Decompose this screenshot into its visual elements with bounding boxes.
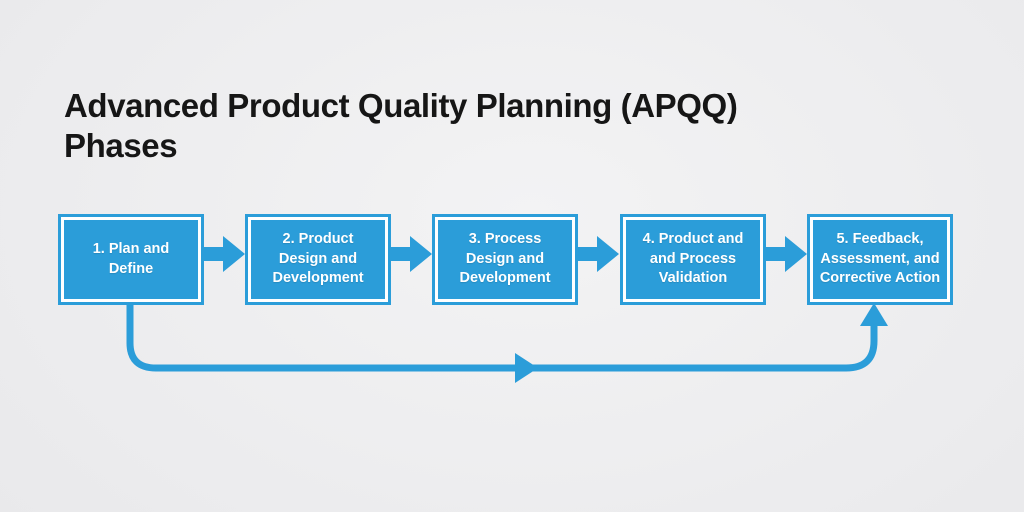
phase-box-plan-define: 1. Plan and Define [58, 214, 204, 305]
phase-box-validation: 4. Product and and Process Validation [620, 214, 766, 305]
phase-label: 4. Product and and Process Validation [642, 231, 744, 287]
forward-arrow-icon [391, 236, 432, 272]
phase-box-feedback: 5. Feedback, Assessment, and Corrective … [807, 214, 953, 305]
forward-arrow-icon [578, 236, 619, 272]
phase-label: 5. Feedback, Assessment, and Corrective … [819, 231, 941, 287]
loop-end-arrowhead-icon [860, 303, 888, 326]
forward-arrow-icon [766, 236, 807, 272]
phase-box-process-design: 3. Process Design and Development [432, 214, 578, 305]
page-title: Advanced Product Quality Planning (APQQ)… [64, 87, 738, 165]
phase-box-product-design: 2. Product Design and Development [245, 214, 391, 305]
loop-mid-arrowhead-icon [515, 353, 538, 383]
forward-arrow-icon [204, 236, 245, 272]
phase-label: 1. Plan and Define [92, 241, 170, 277]
phase-label: 3. Process Design and Development [459, 231, 551, 287]
phase-label: 2. Product Design and Development [272, 231, 364, 287]
